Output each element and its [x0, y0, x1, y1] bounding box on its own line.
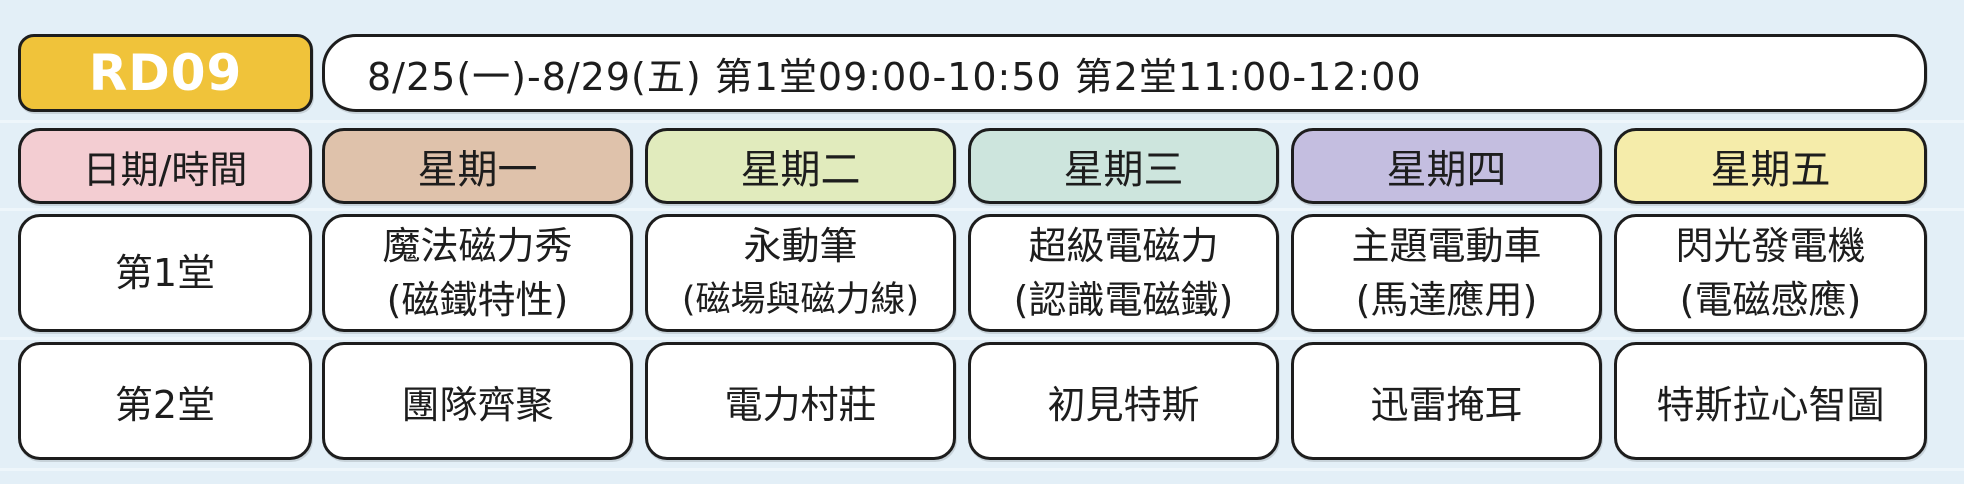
period-1-label: 第1堂	[18, 214, 312, 332]
lesson-title: 閃光發電機	[1675, 224, 1866, 268]
header-monday: 星期一	[322, 128, 633, 204]
lesson-subtitle: (馬達應用)	[1355, 278, 1538, 322]
background-line	[0, 468, 1964, 471]
thursday-period-1: 主題電動車 (馬達應用)	[1291, 214, 1602, 332]
background-line	[0, 120, 1964, 123]
lesson-subtitle: (磁鐵特性)	[386, 278, 569, 322]
tuesday-period-2: 電力村莊	[645, 342, 956, 460]
schedule-dates-bar: 8/25(一)-8/29(五) 第1堂09:00-10:50 第2堂11:00-…	[322, 34, 1927, 112]
lesson-title: 魔法磁力秀	[382, 224, 573, 268]
period-2-label: 第2堂	[18, 342, 312, 460]
header-tuesday: 星期二	[645, 128, 956, 204]
background-line	[0, 337, 1964, 340]
header-thursday: 星期四	[1291, 128, 1602, 204]
lesson-subtitle: (電磁感應)	[1679, 278, 1862, 322]
lesson-title: 永動筆	[743, 224, 858, 268]
header-friday: 星期五	[1614, 128, 1927, 204]
wednesday-period-2: 初見特斯	[968, 342, 1279, 460]
monday-period-1: 魔法磁力秀 (磁鐵特性)	[322, 214, 633, 332]
lesson-subtitle: (認識電磁鐵)	[1013, 278, 1234, 322]
class-code-badge: RD09	[18, 34, 313, 112]
friday-period-1: 閃光發電機 (電磁感應)	[1614, 214, 1927, 332]
lesson-title: 超級電磁力	[1028, 224, 1219, 268]
tuesday-period-1: 永動筆 (磁場與磁力線)	[645, 214, 956, 332]
header-date-time: 日期/時間	[18, 128, 312, 204]
wednesday-period-1: 超級電磁力 (認識電磁鐵)	[968, 214, 1279, 332]
background-line	[0, 208, 1964, 211]
lesson-title: 主題電動車	[1351, 224, 1542, 268]
lesson-subtitle: (磁場與磁力線)	[681, 280, 920, 320]
header-wednesday: 星期三	[968, 128, 1279, 204]
monday-period-2: 團隊齊聚	[322, 342, 633, 460]
thursday-period-2: 迅雷掩耳	[1291, 342, 1602, 460]
friday-period-2: 特斯拉心智圖	[1614, 342, 1927, 460]
